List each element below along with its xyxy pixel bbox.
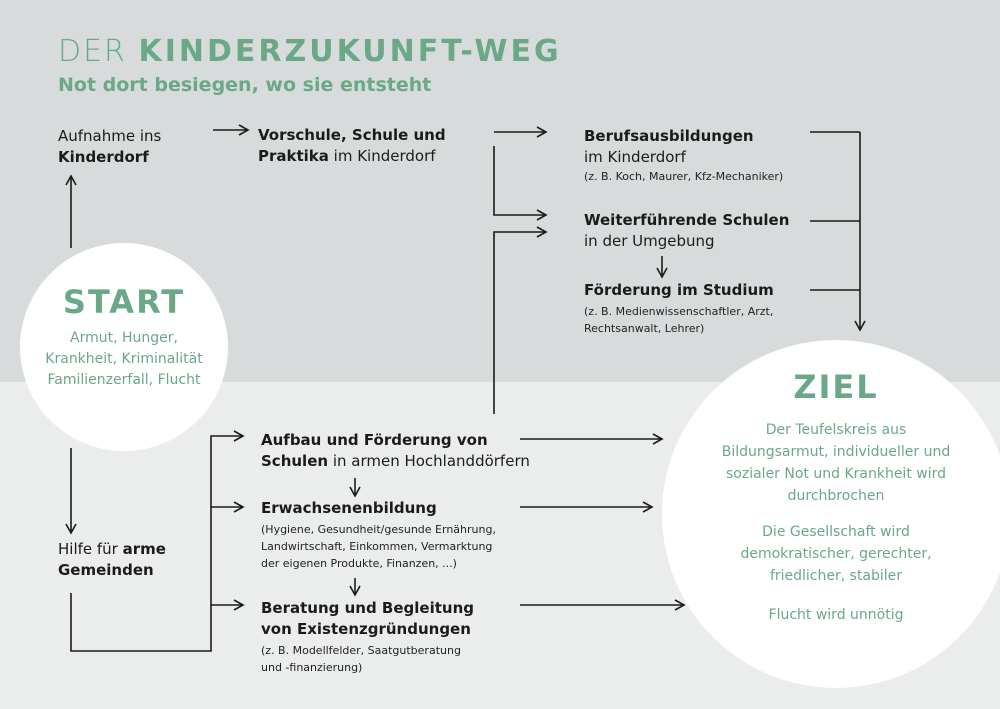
hilfe-gemeinden: Hilfe für arme Gemeinden xyxy=(58,539,166,581)
start-line: Armut, Hunger, xyxy=(70,330,178,346)
aufnahme-line1: Aufnahme ins xyxy=(58,127,162,145)
berufs-title: Berufsausbildungen xyxy=(584,127,754,145)
aufnahme-line2: Kinderdorf xyxy=(58,148,149,166)
start-title: START xyxy=(62,283,186,321)
ziel-title: ZIEL xyxy=(793,368,879,406)
studium-note2: Rechtsanwalt, Lehrer) xyxy=(584,322,705,335)
berufsausbildungen: Berufsausbildungen im Kinderdorf (z. B. … xyxy=(584,126,783,185)
ziel-paragraph-2: Die Gesellschaft wird demokratischer, ge… xyxy=(662,521,1000,587)
ziel-line: friedlicher, stabiler xyxy=(769,568,903,584)
ziel-line: sozialer Not und Krankheit wird xyxy=(726,466,946,482)
ziel-paragraph-1: Der Teufelskreis aus Bildungsarmut, indi… xyxy=(662,419,1000,507)
hilfe-line1: Hilfe für arme xyxy=(58,540,166,558)
erwachsen-note1: (Hygiene, Gesundheit/gesunde Ernährung, xyxy=(261,523,496,536)
connector-hochland-weiter xyxy=(493,226,548,414)
berufs-note: (z. B. Koch, Maurer, Kfz-Mechaniker) xyxy=(584,170,784,183)
start-description: Armut, Hunger, Krankheit, Kriminalität F… xyxy=(20,328,228,391)
ziel-line: Die Gesellschaft wird xyxy=(762,524,910,540)
connector-gemeinden-bracket xyxy=(70,430,245,652)
start-line: Familienzerfall, Flucht xyxy=(47,372,201,388)
beratung-existenzgruendungen: Beratung und Begleitung von Existenzgrün… xyxy=(261,598,474,676)
erwachsenenbildung: Erwachsenenbildung (Hygiene, Gesundheit/… xyxy=(261,498,496,572)
start-circle xyxy=(20,243,228,451)
school-line1: Vorschule, Schule und xyxy=(258,126,446,144)
beratung-line2: von Existenzgründungen xyxy=(261,620,471,638)
page-subtitle: Not dort besiegen, wo sie entsteht xyxy=(58,74,432,96)
ziel-line: Bildungsarmut, individueller und xyxy=(721,444,951,460)
page-title: DER KINDERZUKUNFT-WEG xyxy=(58,34,562,69)
erwachsen-title: Erwachsenenbildung xyxy=(261,499,437,517)
vorschule-schule-praktika: Vorschule, Schule und Praktika im Kinder… xyxy=(258,125,446,167)
aufnahme-kinderdorf: Aufnahme ins Kinderdorf xyxy=(58,126,161,168)
connector-schule-weiter xyxy=(493,146,548,221)
beratung-note1: (z. B. Modellfelder, Saatgutberatung xyxy=(261,644,461,657)
studium-note1: (z. B. Medienwissenschaftler, Arzt, xyxy=(584,305,774,318)
aufbau-schulen: Aufbau und Förderung von Schulen in arme… xyxy=(261,430,530,472)
ziel-line: Der Teufelskreis aus xyxy=(765,422,907,438)
beratung-line1: Beratung und Begleitung xyxy=(261,599,474,617)
ziel-line: durchbrochen xyxy=(787,488,885,504)
hilfe-line2: Gemeinden xyxy=(58,561,154,579)
schulen-line1: Aufbau und Förderung von xyxy=(261,431,488,449)
ziel-line: demokratischer, gerechter, xyxy=(740,546,932,562)
ziel-paragraph-3: Flucht wird unnötig xyxy=(768,607,904,623)
erwachsen-note3: der eigenen Produkte, Finanzen, ...) xyxy=(261,557,457,570)
title-prefix: DER xyxy=(58,34,127,69)
weiter-sub: in der Umgebung xyxy=(584,232,715,250)
ziel-circle xyxy=(662,340,1000,688)
foerderung-studium: Förderung im Studium (z. B. Medienwissen… xyxy=(584,280,774,337)
school-line2: Praktika im Kinderdorf xyxy=(258,147,436,165)
berufs-sub: im Kinderdorf xyxy=(584,148,686,166)
beratung-note2: und -finanzierung) xyxy=(261,661,363,674)
start-line: Krankheit, Kriminalität xyxy=(45,351,203,367)
studium-title: Förderung im Studium xyxy=(584,281,774,299)
erwachsen-note2: Landwirtschaft, Einkommen, Vermarktung xyxy=(261,540,493,553)
title-main: KINDERZUKUNFT-WEG xyxy=(138,34,562,69)
schulen-line2: Schulen in armen Hochlanddörfern xyxy=(261,452,530,470)
weiter-title: Weiterführende Schulen xyxy=(584,211,790,229)
weiterfuehrende-schulen: Weiterführende Schulen in der Umgebung xyxy=(584,210,789,252)
